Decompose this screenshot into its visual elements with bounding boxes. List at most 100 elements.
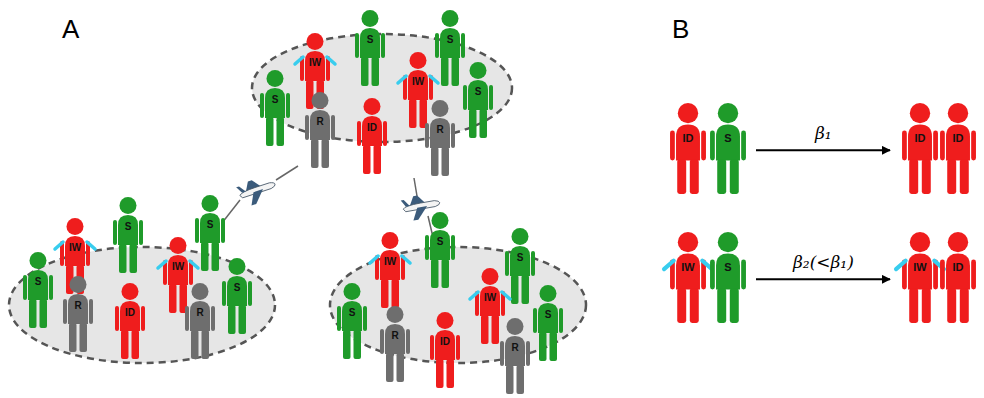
person-figure xyxy=(435,10,465,86)
person-node: S xyxy=(195,195,225,271)
transmission-arrow xyxy=(756,149,890,151)
person-node: IW xyxy=(475,268,505,344)
state-letter: ID xyxy=(940,133,976,144)
person-node: S xyxy=(710,103,746,194)
state-letter: ID xyxy=(940,262,976,273)
person-node: ID xyxy=(430,312,460,388)
state-letter: S xyxy=(533,310,563,320)
person-figure xyxy=(505,228,535,304)
state-letter: S xyxy=(195,220,225,230)
person-figure xyxy=(403,52,433,128)
person-figure xyxy=(113,197,143,273)
state-letter: IW xyxy=(375,257,405,267)
state-letter: R xyxy=(63,301,93,311)
transmission-arrow xyxy=(756,278,890,280)
person-figure xyxy=(940,232,976,323)
person-node: ID xyxy=(670,103,706,194)
person-node: S xyxy=(355,10,385,86)
travel-line xyxy=(276,166,298,180)
person-node: S xyxy=(435,10,465,86)
state-letter: ID xyxy=(115,308,145,318)
person-figure xyxy=(222,258,252,334)
state-letter: IW xyxy=(670,262,706,273)
person-figure xyxy=(710,232,746,323)
person-figure xyxy=(425,212,455,288)
person-node: IW xyxy=(375,232,405,308)
person-figure xyxy=(337,283,367,359)
travel-line xyxy=(414,178,417,196)
state-letter: S xyxy=(260,95,290,105)
panel-letter: B xyxy=(672,16,689,42)
person-node: S xyxy=(23,252,53,328)
person-node: S xyxy=(113,197,143,273)
person-node: S xyxy=(260,70,290,146)
person-figure xyxy=(463,62,493,138)
state-letter: S xyxy=(113,222,143,232)
person-node: S xyxy=(463,62,493,138)
person-figure xyxy=(670,232,706,323)
person-node: R xyxy=(63,276,93,352)
person-figure xyxy=(355,10,385,86)
person-figure xyxy=(902,232,938,323)
person-node: R xyxy=(305,92,335,168)
person-node: ID xyxy=(940,232,976,323)
state-letter: IW xyxy=(300,58,330,68)
panel-letter: A xyxy=(62,16,79,42)
person-figure xyxy=(195,195,225,271)
state-letter: S xyxy=(463,87,493,97)
state-letter: ID xyxy=(357,123,387,133)
state-letter: IW xyxy=(60,243,90,253)
population-ellipse xyxy=(252,34,512,142)
person-figure xyxy=(710,103,746,194)
state-letter: S xyxy=(505,253,535,263)
person-figure xyxy=(185,283,215,359)
population-ellipse xyxy=(330,247,586,363)
person-node: IW xyxy=(670,232,706,323)
population-ellipse xyxy=(9,247,275,363)
state-letter: R xyxy=(185,308,215,318)
state-letter: R xyxy=(500,343,530,353)
state-letter: S xyxy=(425,237,455,247)
person-node: IW xyxy=(902,232,938,323)
person-node: S xyxy=(505,228,535,304)
person-node: S xyxy=(425,212,455,288)
person-node: R xyxy=(425,100,455,176)
state-letter: IW xyxy=(902,262,938,273)
person-figure xyxy=(902,103,938,194)
state-letter: S xyxy=(355,35,385,45)
person-figure xyxy=(357,98,387,174)
person-figure xyxy=(115,283,145,359)
person-node: S xyxy=(222,258,252,334)
person-figure xyxy=(260,70,290,146)
state-letter: ID xyxy=(902,133,938,144)
state-letter: ID xyxy=(430,337,460,347)
person-node: R xyxy=(185,283,215,359)
person-figure xyxy=(375,232,405,308)
state-letter: S xyxy=(710,262,746,273)
person-node: R xyxy=(380,306,410,382)
person-figure xyxy=(163,237,193,313)
state-letter: S xyxy=(222,283,252,293)
person-node: S xyxy=(337,283,367,359)
state-letter: S xyxy=(23,277,53,287)
state-letter: IW xyxy=(163,262,193,272)
person-figure xyxy=(305,92,335,168)
person-node: S xyxy=(533,285,563,361)
person-figure xyxy=(23,252,53,328)
person-figure xyxy=(670,103,706,194)
person-node: IW xyxy=(403,52,433,128)
person-figure xyxy=(475,268,505,344)
state-letter: ID xyxy=(670,133,706,144)
person-node: ID xyxy=(940,103,976,194)
state-letter: R xyxy=(305,117,335,127)
state-letter: R xyxy=(380,331,410,341)
airplane-icon xyxy=(236,174,280,209)
state-letter: IW xyxy=(475,293,505,303)
person-figure xyxy=(430,312,460,388)
person-node: IW xyxy=(163,237,193,313)
person-figure xyxy=(500,318,530,394)
state-letter: S xyxy=(710,133,746,144)
state-letter: S xyxy=(337,308,367,318)
person-figure xyxy=(380,306,410,382)
